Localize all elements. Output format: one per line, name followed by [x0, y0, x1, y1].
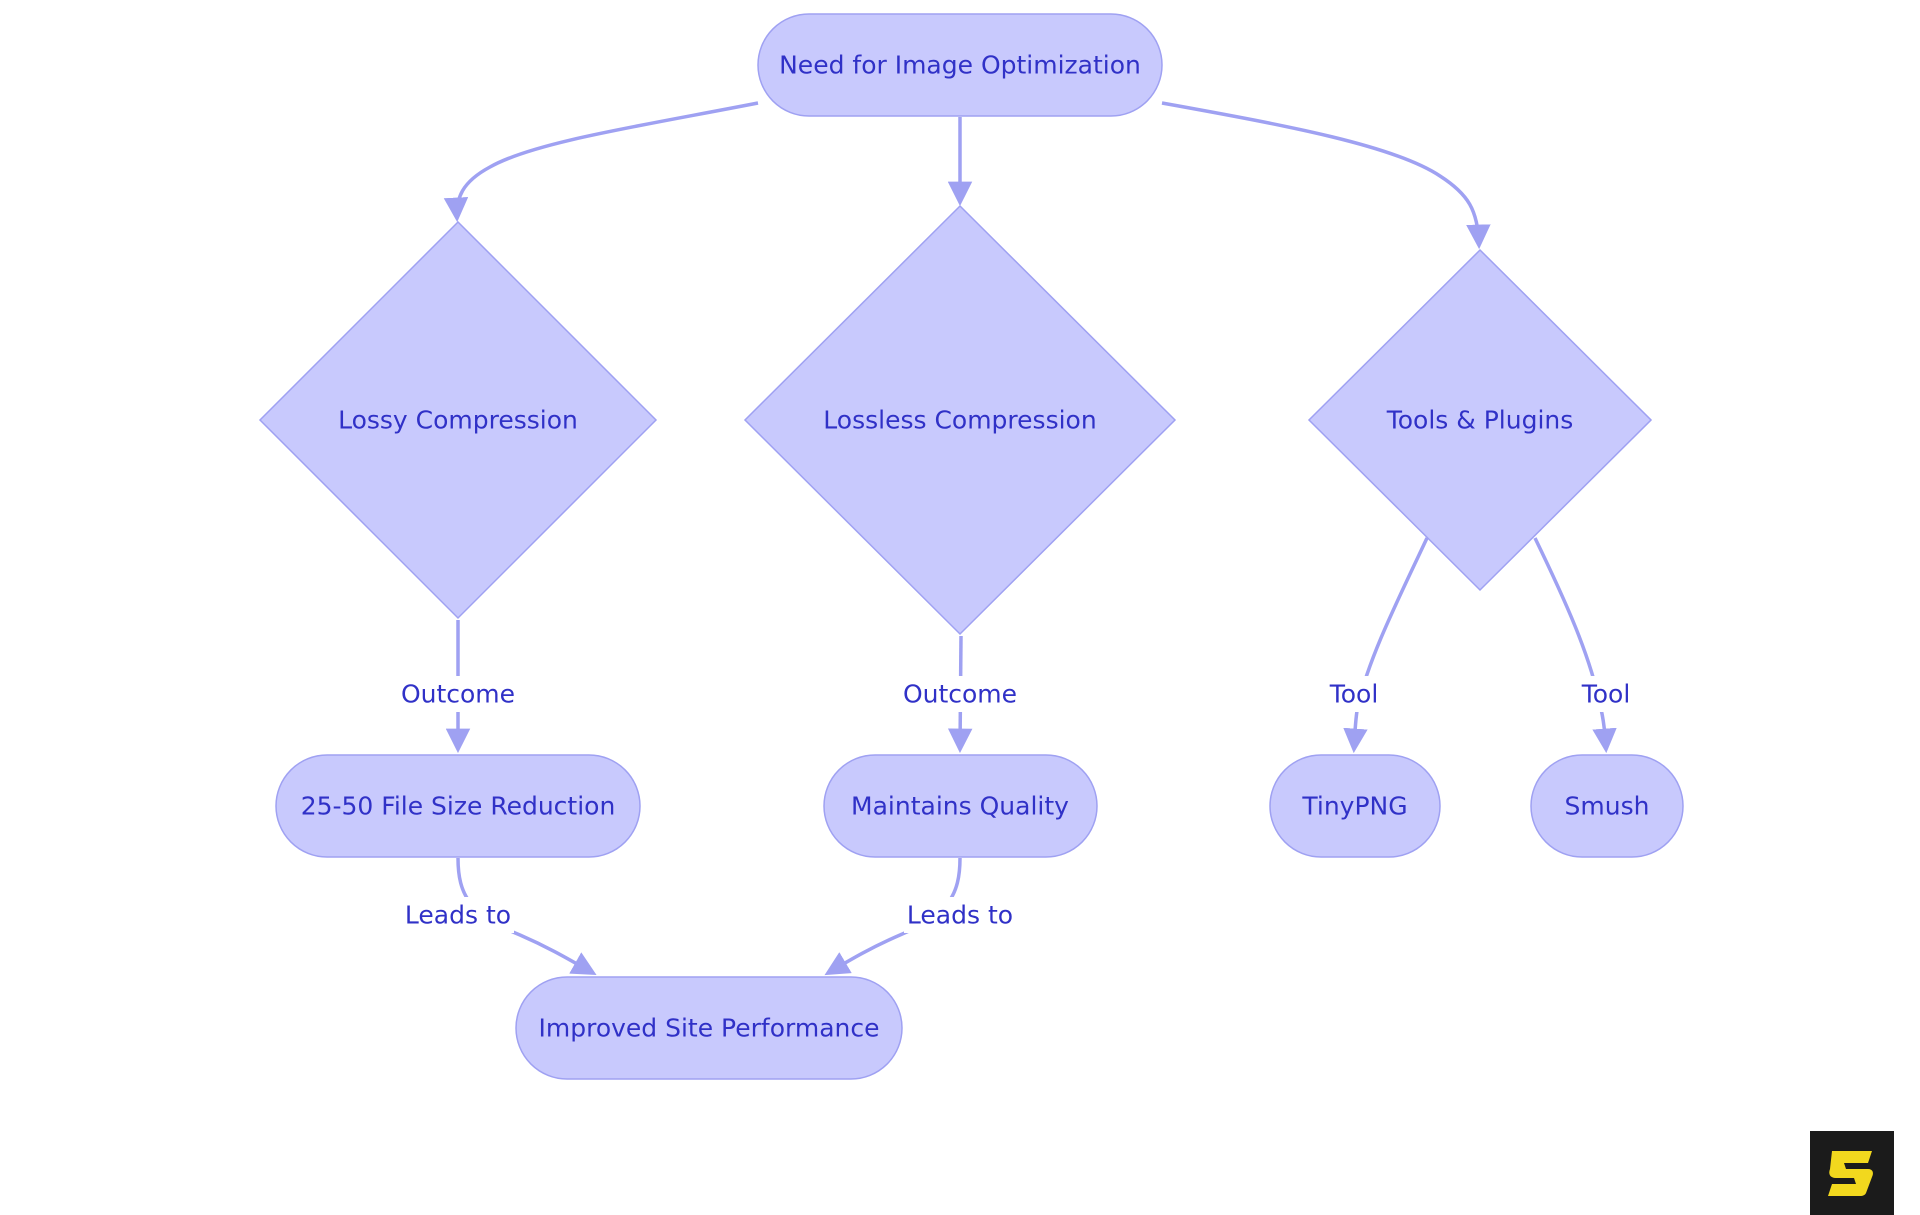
- node-file-size-reduction: 25-50 File Size Reduction: [275, 754, 641, 858]
- edge-quality-to-performance: [824, 857, 962, 976]
- brand-s-logo-icon: [1828, 1151, 1873, 1196]
- edge-tools-to-tinypng: [1343, 537, 1429, 754]
- node-lossless-compression: Lossless Compression: [743, 204, 1177, 636]
- node-label: 25-50 File Size Reduction: [301, 792, 616, 821]
- brand-logo: [1810, 1131, 1894, 1215]
- node-label: Maintains Quality: [851, 792, 1069, 821]
- edge-label-smush-tool: Tool: [1574, 676, 1638, 712]
- node-label: Lossless Compression: [823, 406, 1096, 435]
- nodes: Need for Image Optimization Lossy Compre…: [258, 13, 1684, 1080]
- node-label: TinyPNG: [1301, 792, 1407, 821]
- node-smush: Smush: [1530, 754, 1684, 858]
- node-label: Need for Image Optimization: [779, 51, 1141, 80]
- edge-label-text: Tool: [1329, 680, 1379, 709]
- edge-label-text: Leads to: [405, 901, 511, 930]
- edge-label-text: Leads to: [907, 901, 1013, 930]
- edge-labels: Outcome Outcome Tool Tool Leads to Leads…: [398, 676, 1638, 933]
- edge-root-to-tools: [1161, 101, 1491, 250]
- node-label: Tools & Plugins: [1386, 406, 1574, 435]
- node-label: Lossy Compression: [338, 406, 578, 435]
- node-tools-and-plugins: Tools & Plugins: [1307, 248, 1653, 592]
- edge-label-quality-leads-to: Leads to: [904, 897, 1016, 933]
- edge-label-reduction-leads-to: Leads to: [402, 897, 514, 933]
- edge-label-text: Outcome: [401, 680, 515, 709]
- node-label: Improved Site Performance: [539, 1014, 880, 1043]
- node-need-for-image-optimization: Need for Image Optimization: [757, 13, 1163, 117]
- edge-label-tinypng-tool: Tool: [1322, 676, 1386, 712]
- node-label: Smush: [1565, 792, 1650, 821]
- edge-root-to-lossy: [443, 101, 759, 223]
- edge-label-text: Tool: [1581, 680, 1631, 709]
- node-lossy-compression: Lossy Compression: [258, 220, 658, 620]
- edge-label-lossless-outcome: Outcome: [900, 676, 1020, 712]
- edge-label-text: Outcome: [903, 680, 1017, 709]
- node-maintains-quality: Maintains Quality: [823, 754, 1098, 858]
- edge-label-lossy-outcome: Outcome: [398, 676, 518, 712]
- edge-tools-to-smush: [1533, 537, 1617, 754]
- edge-reduction-to-performance: [456, 857, 597, 976]
- node-improved-site-performance: Improved Site Performance: [515, 976, 903, 1080]
- node-tinypng: TinyPNG: [1269, 754, 1441, 858]
